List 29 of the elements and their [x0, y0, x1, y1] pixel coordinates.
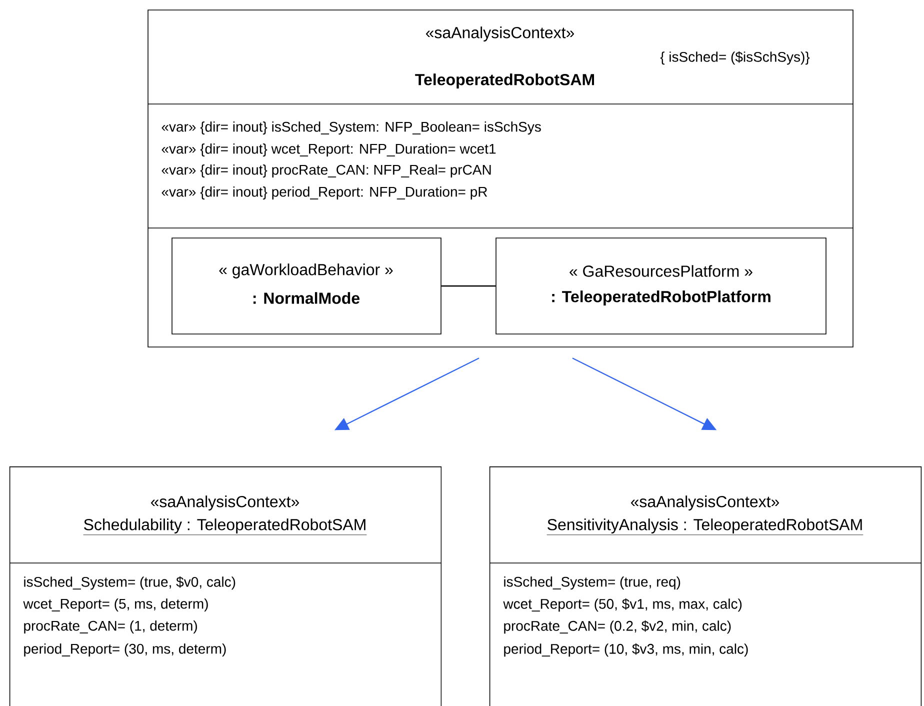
attribute-line: «var» {dir= inout} procRate_CAN: NFP_Real= prCAN [162, 164, 491, 178]
stereotype-label: « GaResourcesPlatform » [570, 265, 752, 277]
attribute-line: «var» {dir= inout} isSched_System: NFP_Boolean= isSchSys [162, 121, 541, 135]
class-name: TeleoperatedRobotSAM [415, 74, 594, 88]
attribute-line: wcet_Report= (5, ms, determ) [23, 598, 208, 612]
attribute-line: procRate_CAN= (1, determ) [24, 620, 197, 634]
attribute-line: «var» {dir= inout} wcet_Report: NFP_Duration= wcet1 [162, 143, 496, 157]
instance-name: : TeleoperatedRobotPlatform [552, 290, 770, 306]
attribute-line: period_Report= (10, $v3, ms, min, calc) [504, 643, 748, 657]
attribute-line: period_Report= (30, ms, determ) [24, 643, 226, 657]
class-box [9, 466, 442, 706]
stereotype-label: «saAnalysisContext» [630, 496, 780, 510]
constraint-label: { isSched= ($isSchSys)} [660, 51, 810, 65]
stereotype-label: « gaWorkloadBehavior » [219, 264, 393, 278]
class-box [489, 466, 922, 706]
connector-line [441, 285, 496, 287]
attribute-line: wcet_Report= (50, $v1, ms, max, calc) [503, 598, 742, 612]
attribute-line: isSched_System= (true, $v0, calc) [24, 576, 236, 590]
instance-name: : NormalMode [253, 292, 360, 304]
instance-name: Schedulability : TeleoperatedRobotSAM [83, 518, 367, 536]
stereotype-label: «saAnalysisContext» [426, 26, 574, 42]
object-box [172, 238, 442, 334]
object-box [496, 238, 826, 334]
instance-name: SensitivityAnalysis : TeleoperatedRobotSAM [546, 518, 864, 536]
attribute-line: «var» {dir= inout} period_Report: NFP_Duration= pR [162, 186, 488, 200]
class-box [148, 10, 854, 348]
stereotype-label: «saAnalysisContext» [150, 496, 300, 510]
attribute-line: isSched_System= (true, req) [504, 576, 680, 590]
attribute-line: procRate_CAN= (0.2, $v2, min, calc) [504, 620, 731, 634]
